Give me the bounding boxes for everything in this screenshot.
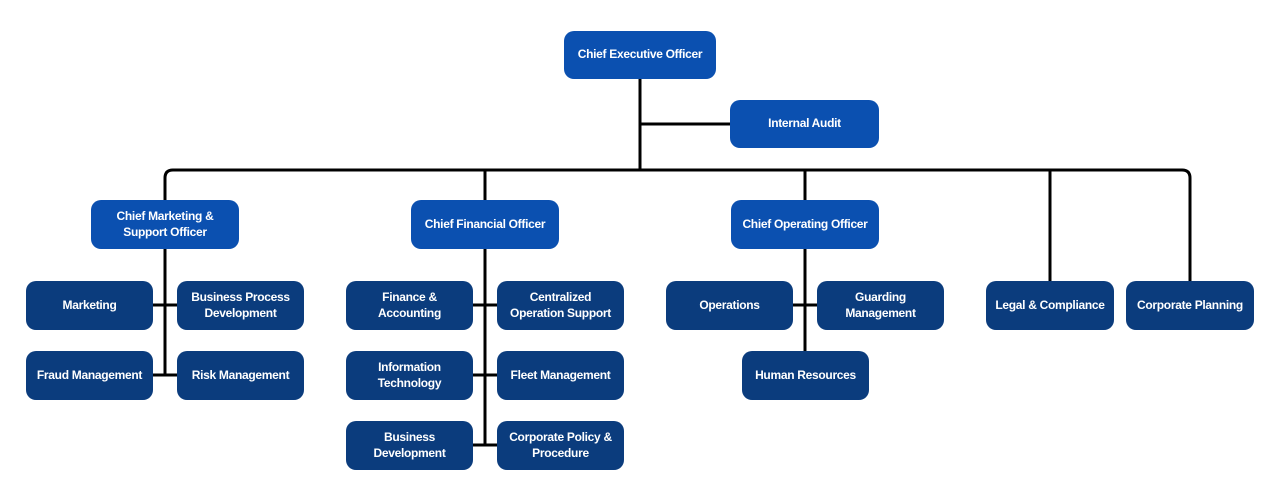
org-node-centralized-operation-support[interactable]: Centralized Operation Support: [497, 281, 624, 330]
org-node-fleet-management[interactable]: Fleet Management: [497, 351, 624, 400]
org-node-chief-financial-officer[interactable]: Chief Financial Officer: [411, 200, 559, 249]
org-node-guarding-management[interactable]: Guarding Management: [817, 281, 944, 330]
org-node-human-resources[interactable]: Human Resources: [742, 351, 869, 400]
org-node-chief-executive-officer[interactable]: Chief Executive Officer: [564, 31, 716, 79]
org-node-chief-operating-officer[interactable]: Chief Operating Officer: [731, 200, 879, 249]
edge-main-trunk: [163, 168, 1192, 281]
org-node-legal-compliance[interactable]: Legal & Compliance: [986, 281, 1114, 330]
org-node-business-development[interactable]: Business Development: [346, 421, 473, 470]
org-node-information-technology[interactable]: Information Technology: [346, 351, 473, 400]
org-node-fraud-management[interactable]: Fraud Management: [26, 351, 153, 400]
org-node-risk-management[interactable]: Risk Management: [177, 351, 304, 400]
org-node-business-process-development[interactable]: Business Process Development: [177, 281, 304, 330]
org-node-finance-accounting[interactable]: Finance & Accounting: [346, 281, 473, 330]
org-node-internal-audit[interactable]: Internal Audit: [730, 100, 879, 148]
org-node-operations[interactable]: Operations: [666, 281, 793, 330]
org-node-corporate-planning[interactable]: Corporate Planning: [1126, 281, 1254, 330]
org-node-chief-marketing-support-officer[interactable]: Chief Marketing & Support Officer: [91, 200, 239, 249]
org-node-corporate-policy-procedure[interactable]: Corporate Policy & Procedure: [497, 421, 624, 470]
org-node-marketing[interactable]: Marketing: [26, 281, 153, 330]
